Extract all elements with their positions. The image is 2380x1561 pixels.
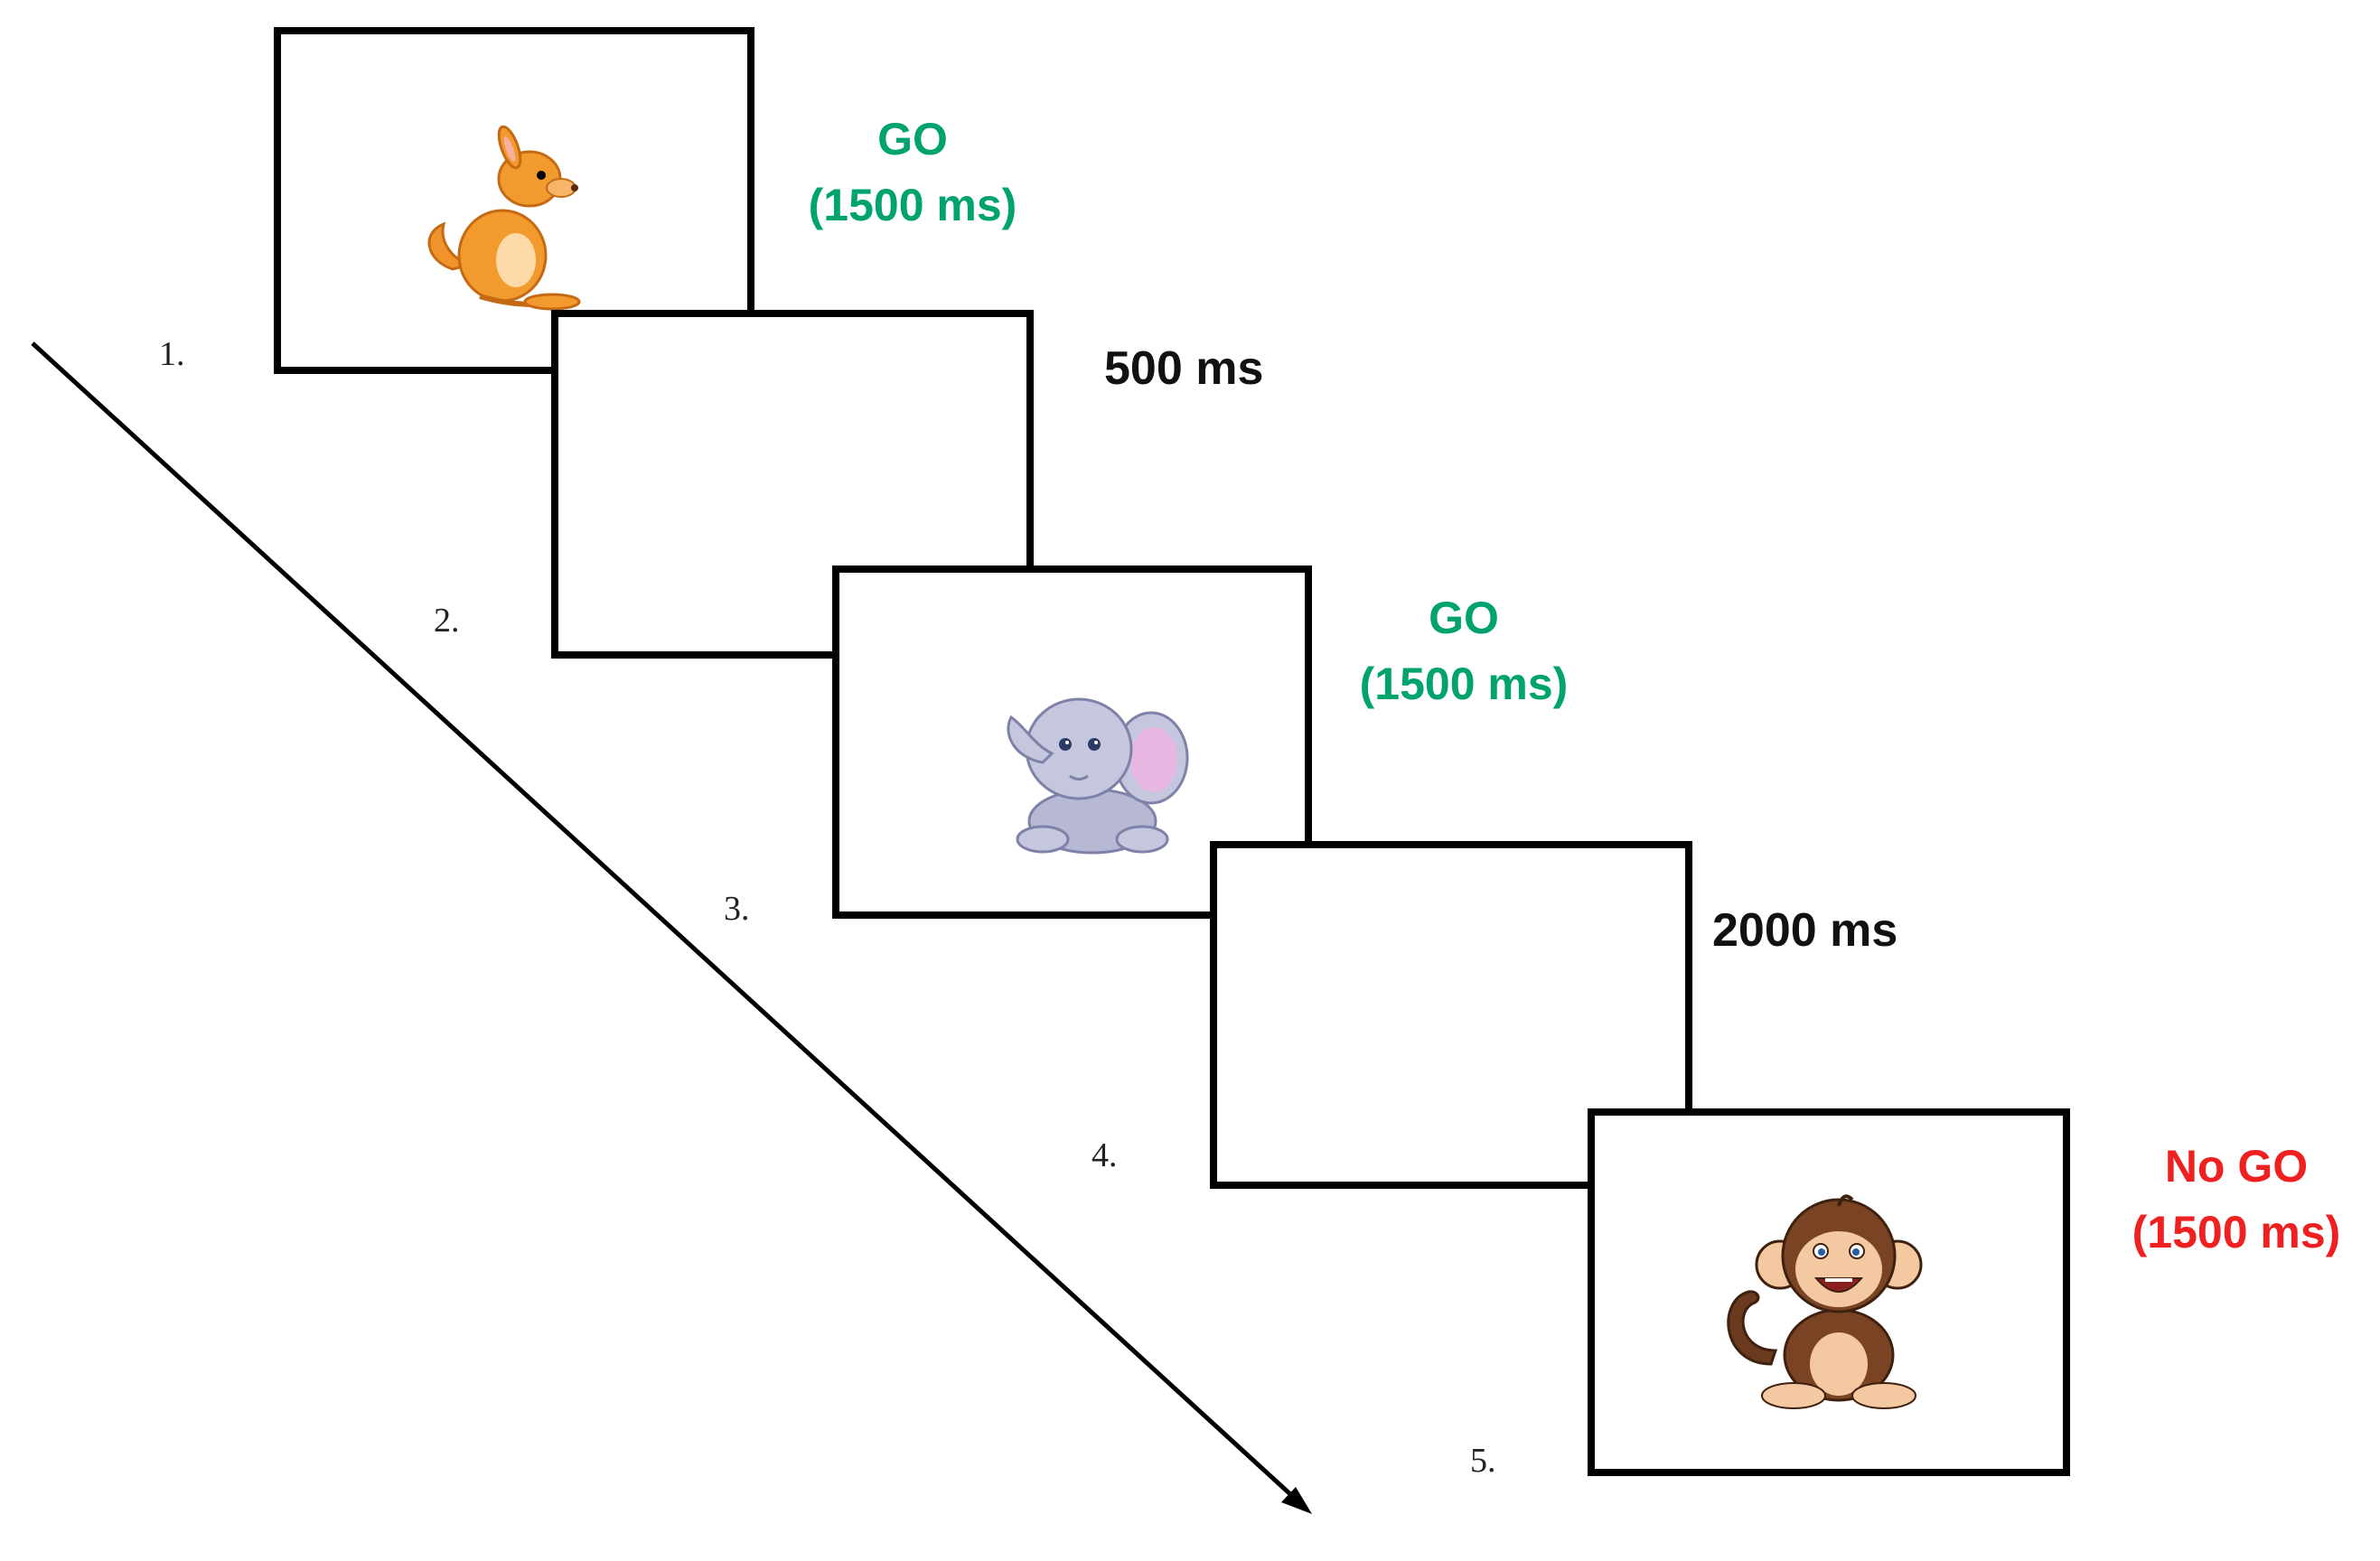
step-number: 3. bbox=[724, 890, 750, 928]
stimulus-screen-3 bbox=[832, 566, 1312, 919]
step-number: 4. bbox=[1092, 1136, 1118, 1174]
blank-duration: 2000 ms bbox=[1712, 904, 1898, 957]
step-number: 2. bbox=[434, 602, 460, 640]
condition-label: GO (1500 ms) bbox=[777, 107, 1048, 238]
condition-type: GO bbox=[877, 114, 948, 164]
kangaroo-icon bbox=[427, 125, 581, 311]
elephant-icon bbox=[1007, 697, 1189, 855]
condition-type: No GO bbox=[2164, 1141, 2309, 1192]
condition-type: GO bbox=[1429, 593, 1499, 643]
blank-screen-2 bbox=[551, 310, 1034, 659]
blank-duration: 500 ms bbox=[1104, 342, 1264, 395]
stimulus-screen-5 bbox=[1588, 1108, 2070, 1476]
condition-label: GO (1500 ms) bbox=[1328, 585, 1599, 716]
monkey-icon bbox=[1727, 1194, 1923, 1409]
condition-duration: (1500 ms) bbox=[2132, 1206, 2341, 1257]
step-number: 1. bbox=[159, 335, 185, 373]
condition-label: No GO (1500 ms) bbox=[2096, 1134, 2376, 1265]
step-number: 5. bbox=[1470, 1442, 1496, 1480]
condition-duration: (1500 ms) bbox=[808, 179, 1017, 230]
condition-duration: (1500 ms) bbox=[1359, 658, 1569, 709]
